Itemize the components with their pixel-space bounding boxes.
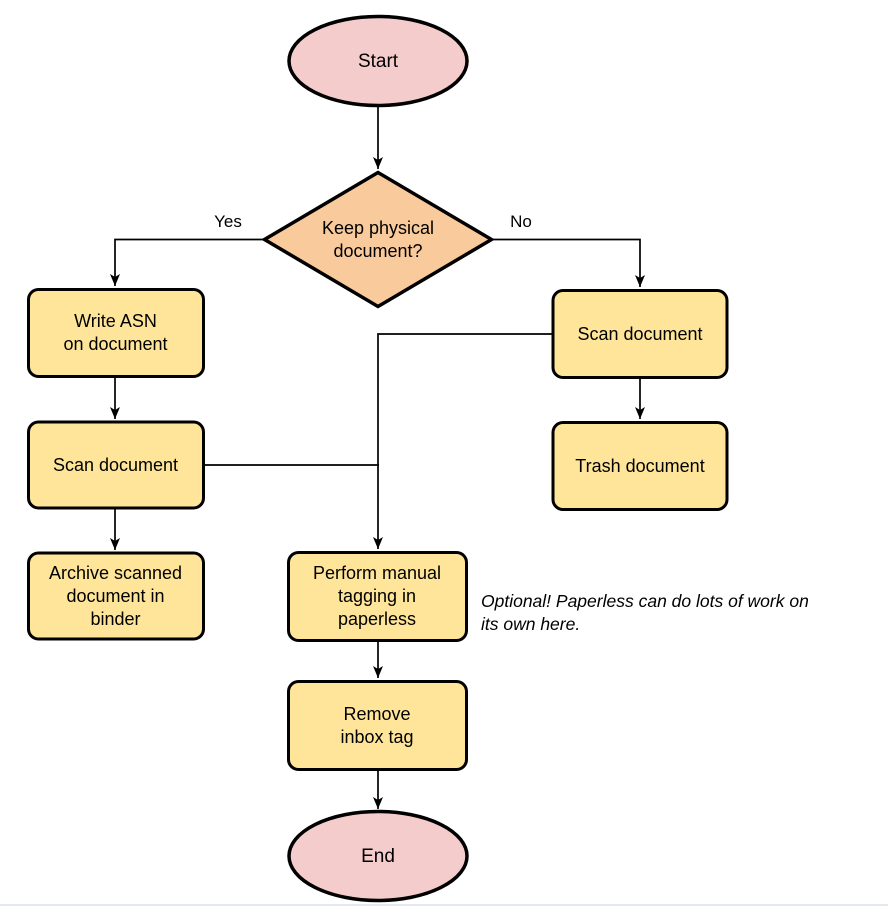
write-asn-node-label: Write ASN on document	[63, 310, 168, 354]
connector-decision-no-to-scan-right	[491, 238, 645, 287]
scan-document-left-node-label: Scan document	[52, 454, 179, 475]
trash-document-process-shape	[551, 421, 729, 511]
end-terminal-shape	[287, 809, 469, 903]
remove-inbox-tag-process-shape	[287, 680, 468, 771]
end-node-label: End	[361, 845, 395, 867]
decision-node-label: Keep physical document?	[321, 217, 435, 261]
archive-node-label: Archive scanned document in binder	[48, 562, 183, 629]
decision-diamond-shape	[261, 170, 495, 309]
manual-tagging-process-shape	[287, 551, 468, 642]
scan-document-right-node-label: Scan document	[577, 323, 703, 344]
connector-decision-yes-to-write-asn	[110, 238, 265, 286]
scan-document-left-process-shape	[27, 420, 205, 510]
remove-inbox-tag-node-label: Remove inbox tag	[340, 703, 414, 747]
archive-process-shape	[27, 551, 205, 641]
optional-annotation: Optional! Paperless can do lots of work …	[481, 591, 809, 634]
start-node-label: Start	[357, 50, 399, 72]
trash-document-node-label: Trash document	[575, 455, 705, 476]
write-asn-process-shape	[27, 288, 205, 378]
no-edge-label: No	[510, 211, 532, 231]
connector-scan-right-to-tagging	[373, 333, 553, 549]
window-bottom-edge	[0, 904, 888, 906]
manual-tagging-node-label: Perform manual tagging in paperless	[312, 562, 442, 629]
yes-edge-label: Yes	[214, 211, 242, 231]
